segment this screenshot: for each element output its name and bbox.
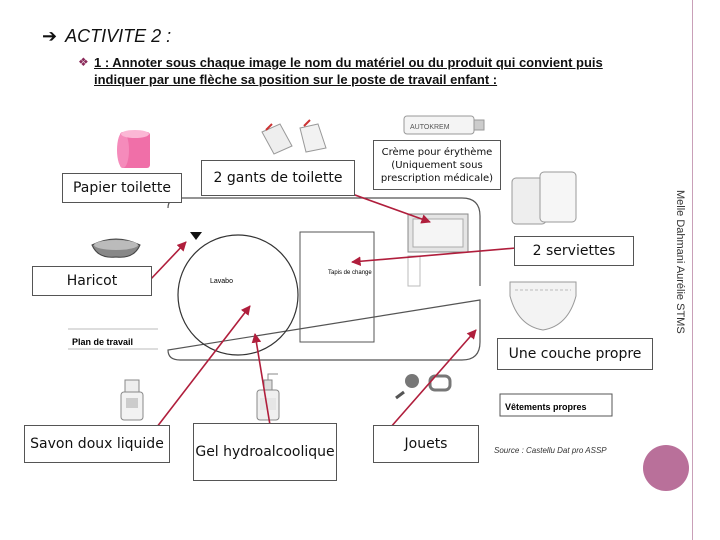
cream-label: Crème pour érythème (Uniquement sous pre…: [373, 140, 501, 190]
clean-clothes-label: Vêtements propres: [505, 402, 587, 412]
toilet-paper-label: Papier toilette: [62, 173, 182, 203]
kidney-dish-image: [92, 239, 140, 257]
changing-mat-label: Tapis de change: [328, 270, 372, 276]
washcloth-gloves-image: [262, 120, 326, 154]
sink-label: Lavabo: [210, 278, 233, 285]
towels-label: 2 serviettes: [514, 236, 634, 266]
toilet-paper-image: [117, 130, 150, 168]
toys-label: Jouets: [373, 425, 479, 463]
soap-label: Savon doux liquide: [24, 425, 170, 463]
towels-image: [512, 172, 576, 224]
soap-bottle-image: [121, 380, 143, 420]
diaper-image: [510, 282, 576, 330]
kidney-dish-label: Haricot: [32, 266, 152, 296]
toys-image: [396, 374, 450, 398]
hand-gel-label: Gel hydroalcoolique: [193, 423, 337, 481]
source-caption: Source : Castellu Dat pro ASSP: [494, 446, 607, 455]
worktop-label: Plan de travail: [72, 337, 133, 347]
diaper-label: Une couche propre: [497, 338, 653, 370]
cream-tube-image: AUTOKREM: [404, 116, 484, 134]
cream-brand-text: AUTOKREM: [410, 124, 450, 131]
author-credit: Melle Dahmani Aurélie STMS: [674, 190, 686, 334]
gloves-label: 2 gants de toilette: [201, 160, 355, 196]
